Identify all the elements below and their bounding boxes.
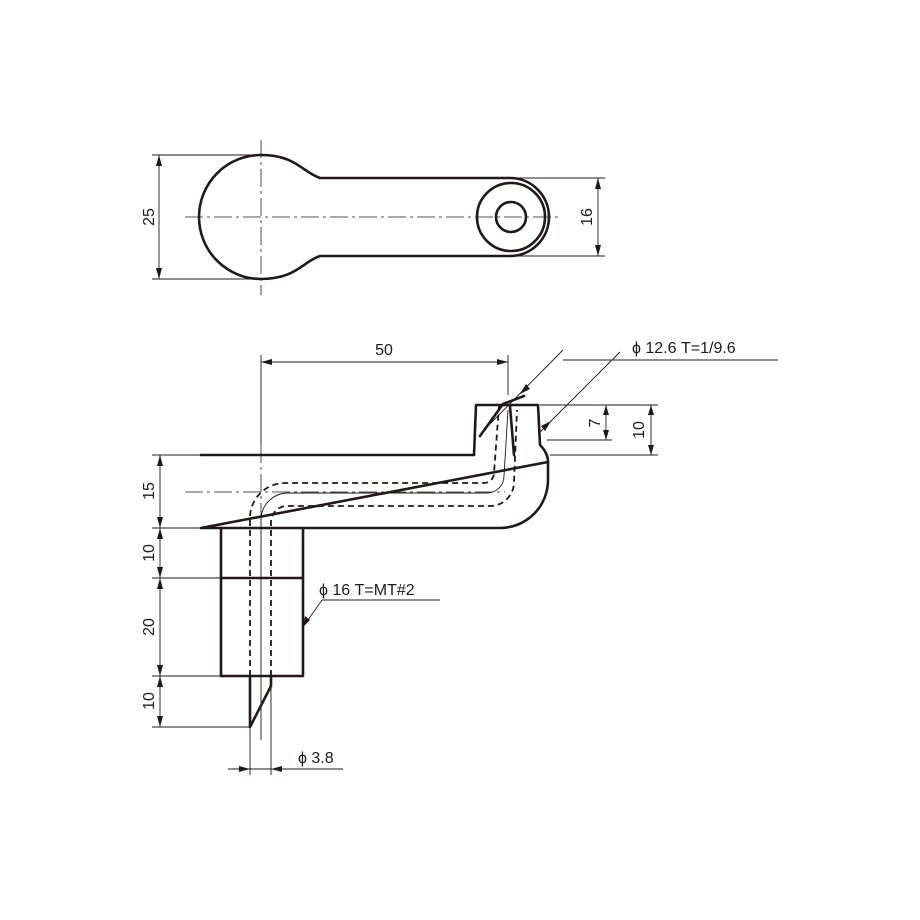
dim-label-upper-total: 10 bbox=[631, 421, 648, 439]
dim-label-drill-diameter: ϕ 3.8 bbox=[298, 750, 334, 767]
drill-tip-outline bbox=[248, 674, 273, 729]
dim-label-length: 50 bbox=[375, 342, 393, 359]
shank-outline bbox=[219, 526, 305, 678]
dim-label-top-width: 25 bbox=[141, 208, 158, 226]
hidden-drill-passage-outer bbox=[249, 405, 500, 676]
dim-length: 50 bbox=[260, 342, 509, 445]
dim-label-tip-length: 10 bbox=[141, 692, 158, 710]
dim-drill-diameter: ϕ 3.8 bbox=[228, 686, 343, 775]
upper-taper-boss-outline bbox=[472, 403, 550, 464]
dim-left-chain: 15 10 20 10 bbox=[141, 454, 250, 728]
hidden-drill-passage-inner bbox=[270, 409, 518, 676]
dim-label-shank-upper: 10 bbox=[141, 544, 158, 562]
dim-top-width: 25 bbox=[141, 154, 261, 280]
dim-label-top-eye: 16 bbox=[579, 208, 596, 226]
upper-drill-tip-outline bbox=[478, 394, 526, 457]
dim-shank-diameter: ϕ 16 T=MT#2 bbox=[302, 582, 440, 628]
dim-top-eye: 16 bbox=[512, 177, 605, 257]
arm-body-outline bbox=[199, 453, 550, 530]
dim-label-arm-height: 15 bbox=[141, 482, 158, 500]
dim-label-shank-taper: 20 bbox=[141, 618, 158, 636]
dim-label-upper-height: 7 bbox=[587, 418, 604, 427]
top-view: 25 16 bbox=[141, 140, 605, 295]
dim-upper-heights: 7 10 bbox=[540, 404, 658, 456]
dim-upper-taper: ϕ 12.6 T=1/9.6 bbox=[481, 340, 778, 433]
passage-centerline bbox=[260, 409, 509, 740]
dim-label-upper-taper: ϕ 12.6 T=1/9.6 bbox=[632, 340, 736, 357]
dim-label-shank-diameter: ϕ 16 T=MT#2 bbox=[319, 582, 415, 599]
front-view: 50 ϕ 12.6 T=1/9.6 7 10 bbox=[141, 340, 778, 775]
